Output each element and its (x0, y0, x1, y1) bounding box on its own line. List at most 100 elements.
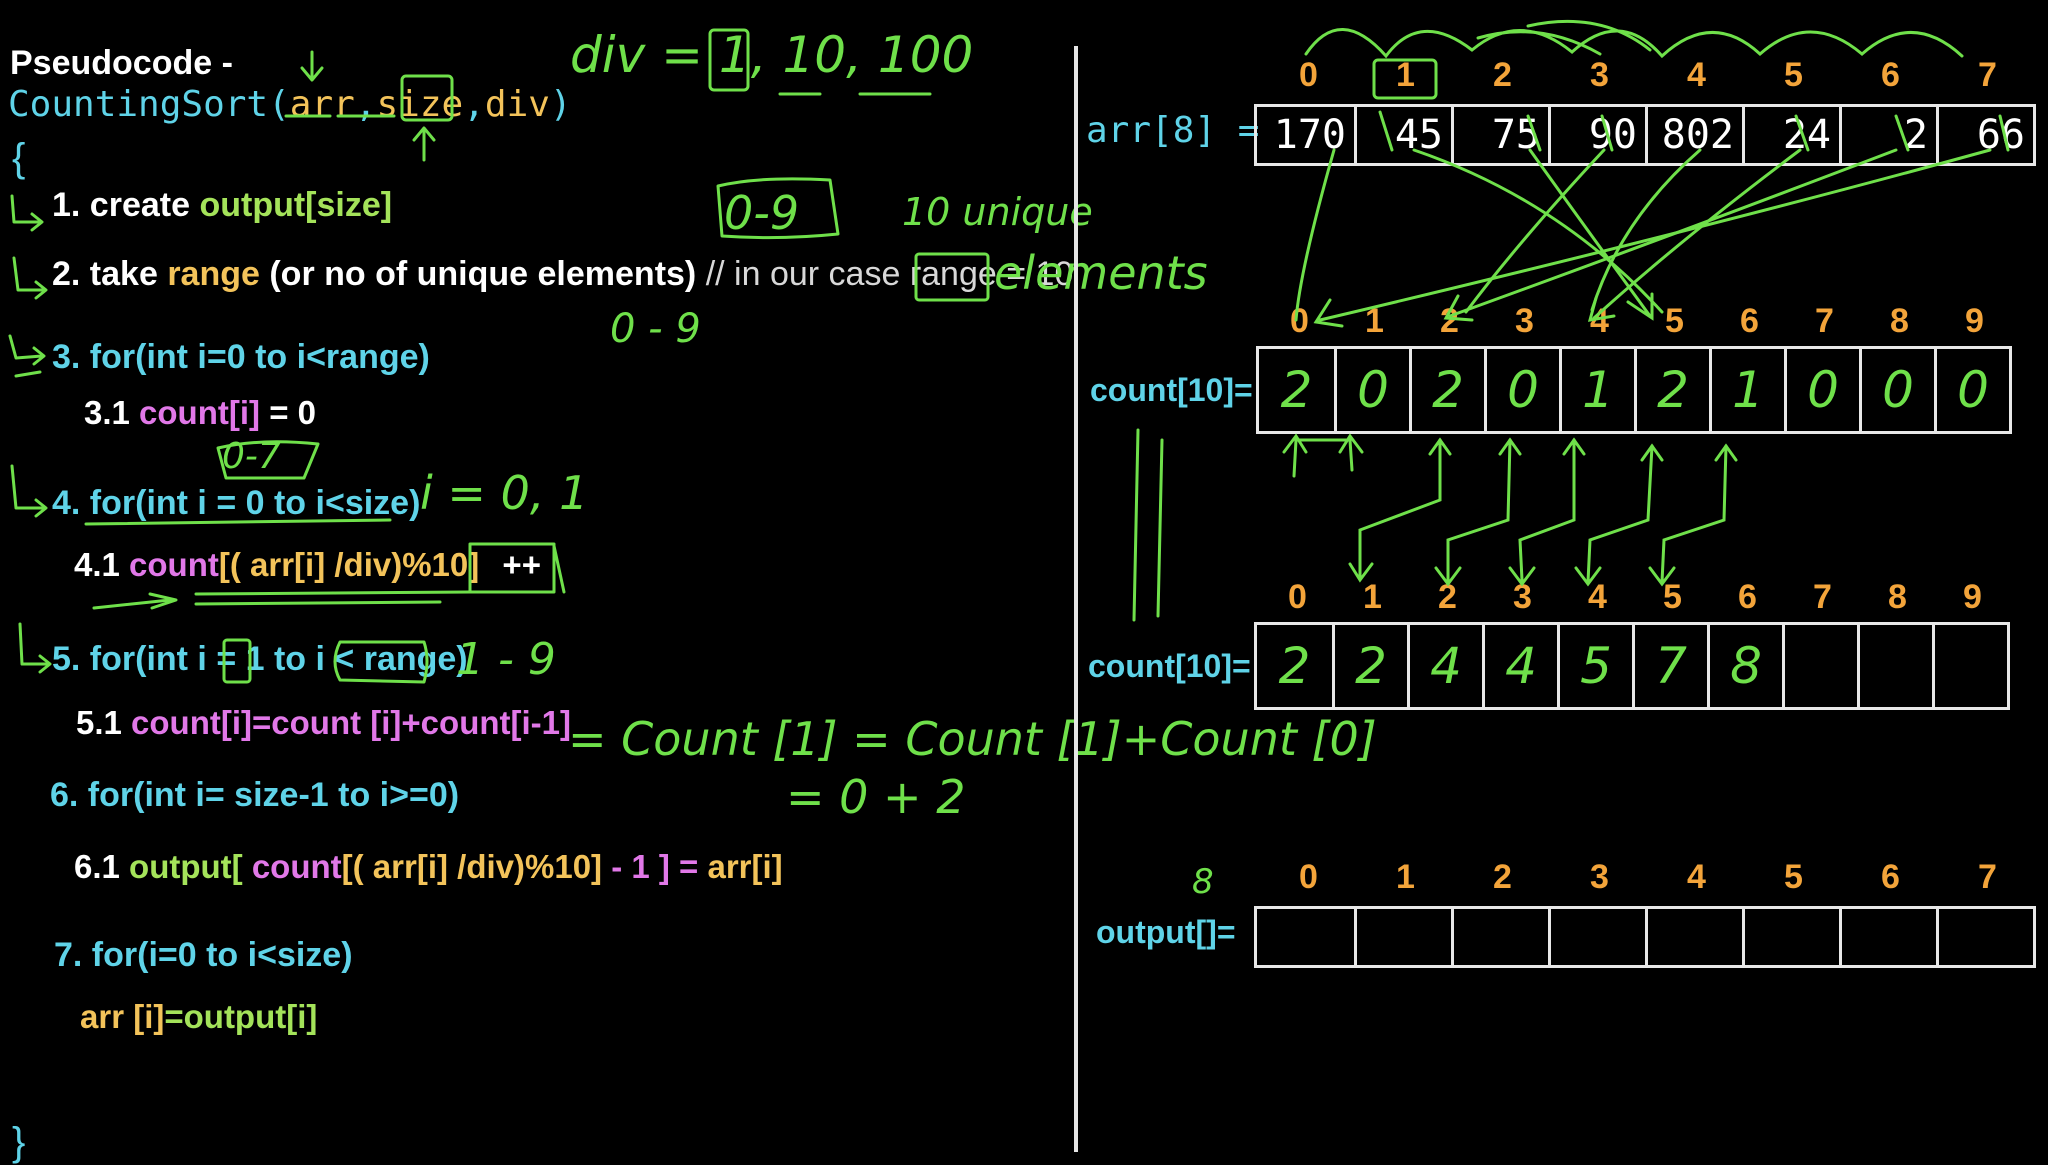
count1-cell: 0 (1934, 349, 2009, 431)
output-index-label: 4 (1687, 858, 1706, 896)
count1-cell: 2 (1409, 349, 1484, 431)
output-cell (1354, 909, 1451, 965)
count1-cell: 0 (1484, 349, 1559, 431)
count2-index-label: 0 (1288, 578, 1307, 616)
count2-index-label: 8 (1888, 578, 1907, 616)
output-label: output[]= (1096, 914, 1236, 950)
step-6-1: 6.1 output[ count[( arr[i] /div)%10] - 1… (74, 848, 783, 885)
arr-cell: 802 (1645, 107, 1742, 163)
count2-index-label: 7 (1813, 578, 1832, 616)
range-box-note: 0-9 (724, 186, 800, 240)
count1-cell: 0 (1859, 349, 1934, 431)
count1-index-label: 4 (1590, 302, 1609, 340)
output-cell (1742, 909, 1839, 965)
range-note: 0 - 9 (610, 306, 701, 352)
arr-cell: 90 (1548, 107, 1645, 163)
arrow-up-icon (412, 126, 436, 162)
count2-label: count[10]= (1088, 648, 1251, 684)
count2-index-label: 6 (1738, 578, 1757, 616)
count1-index-label: 2 (1440, 302, 1459, 340)
function-signature: CountingSort(arr,size,div) (8, 84, 572, 125)
step-3: 3. for(int i=0 to i<range) (52, 338, 430, 376)
output-index-label: 6 (1881, 858, 1900, 896)
count2-cell: 4 (1407, 625, 1482, 707)
step-3-1: 3.1 count[i] = 0 (84, 394, 316, 431)
count2-cell (1857, 625, 1932, 707)
output-index-label: 2 (1493, 858, 1512, 896)
arr-index-label: 1 (1396, 56, 1415, 94)
output-index-label: 7 (1978, 858, 1997, 896)
count1-label: count[10]= (1090, 372, 1253, 408)
param-div: div (484, 84, 550, 125)
count1-index-label: 3 (1515, 302, 1534, 340)
count1-index-label: 9 (1965, 302, 1984, 340)
count1-index-label: 0 (1290, 302, 1309, 340)
step-6: 6. for(int i= size-1 to i>=0) (50, 776, 460, 814)
param-arr: arr (289, 84, 355, 125)
step-4: 4. for(int i = 0 to i<size) (52, 484, 421, 522)
open-brace: { (12, 136, 26, 180)
count2-cell: 4 (1482, 625, 1557, 707)
arr-index-label: 5 (1784, 56, 1803, 94)
div-values-note: div = 1, 10, 100 (570, 26, 974, 84)
count2-index-label: 1 (1363, 578, 1382, 616)
count1-cell: 2 (1280, 361, 1313, 419)
output-index-label: 5 (1784, 858, 1803, 896)
count1-cell: 1 (1709, 349, 1784, 431)
step-5: 5. for(int i = 1 to i < range) (52, 640, 468, 678)
arr-index-label: 7 (1978, 56, 1997, 94)
arr-label: arr[8] = (1086, 110, 1260, 151)
count1-cell: 1 (1559, 349, 1634, 431)
count1-index-label: 6 (1740, 302, 1759, 340)
step-7: 7. for(i=0 to i<size) (54, 936, 353, 974)
unique-note: 10 unique (902, 190, 1093, 234)
count1-index-label: 7 (1815, 302, 1834, 340)
output-cell (1645, 909, 1742, 965)
count1-cell: 0 (1784, 349, 1859, 431)
output-index-label: 3 (1590, 858, 1609, 896)
count1-index-label: 1 (1365, 302, 1384, 340)
arr-cell: 24 (1742, 107, 1839, 163)
count2-index-label: 5 (1663, 578, 1682, 616)
output-cell (1936, 909, 2033, 965)
count2-index-label: 9 (1963, 578, 1982, 616)
step-2: 2. take range (or no of unique elements)… (52, 255, 1074, 293)
output-size-note: 8 (1192, 862, 1214, 902)
count1-index-label: 8 (1890, 302, 1909, 340)
output-cell (1548, 909, 1645, 965)
count1-cell: 2 (1634, 349, 1709, 431)
pseudocode-title: Pseudocode - (10, 44, 233, 82)
arr-cell: 45 (1354, 107, 1451, 163)
arr-cell: 2 (1839, 107, 1936, 163)
arr-index-label: 6 (1881, 56, 1900, 94)
range-1-9-note: 1 - 9 (456, 634, 556, 685)
step-1: 1. create output[size] (52, 186, 393, 224)
arrow-down-icon (300, 50, 324, 82)
arr-index-label: 2 (1493, 56, 1512, 94)
arr-index-label: 3 (1590, 56, 1609, 94)
i-values-note: i = 0, 1 (420, 466, 589, 520)
vertical-divider (1074, 46, 1078, 1152)
output-cell (1451, 909, 1548, 965)
step-5-1: 5.1 count[i]=count [i]+count[i-1] (76, 704, 571, 741)
function-name: CountingSort (8, 84, 269, 125)
count2-cell: 2 (1332, 625, 1407, 707)
step-4-1: 4.1 count[( arr[i] /div)%10] ++ (74, 546, 541, 583)
count2-cell: 2 (1278, 637, 1311, 695)
arr-cell: 75 (1451, 107, 1548, 163)
step-7-1: arr [i]=output[i] (80, 998, 318, 1035)
output-cell (1257, 909, 1354, 965)
output-index-label: 0 (1299, 858, 1318, 896)
arr-cell: 170 (1273, 112, 1346, 158)
count2-index-label: 2 (1438, 578, 1457, 616)
param-size: size (376, 84, 464, 125)
count2-cell: 5 (1557, 625, 1632, 707)
count2-cell: 7 (1632, 625, 1707, 707)
arr-index-label: 0 (1299, 56, 1318, 94)
count1-cell: 0 (1334, 349, 1409, 431)
close-brace: } (12, 1120, 26, 1164)
count2-cell (1782, 625, 1857, 707)
size-range-note: 0-7 (222, 436, 281, 477)
